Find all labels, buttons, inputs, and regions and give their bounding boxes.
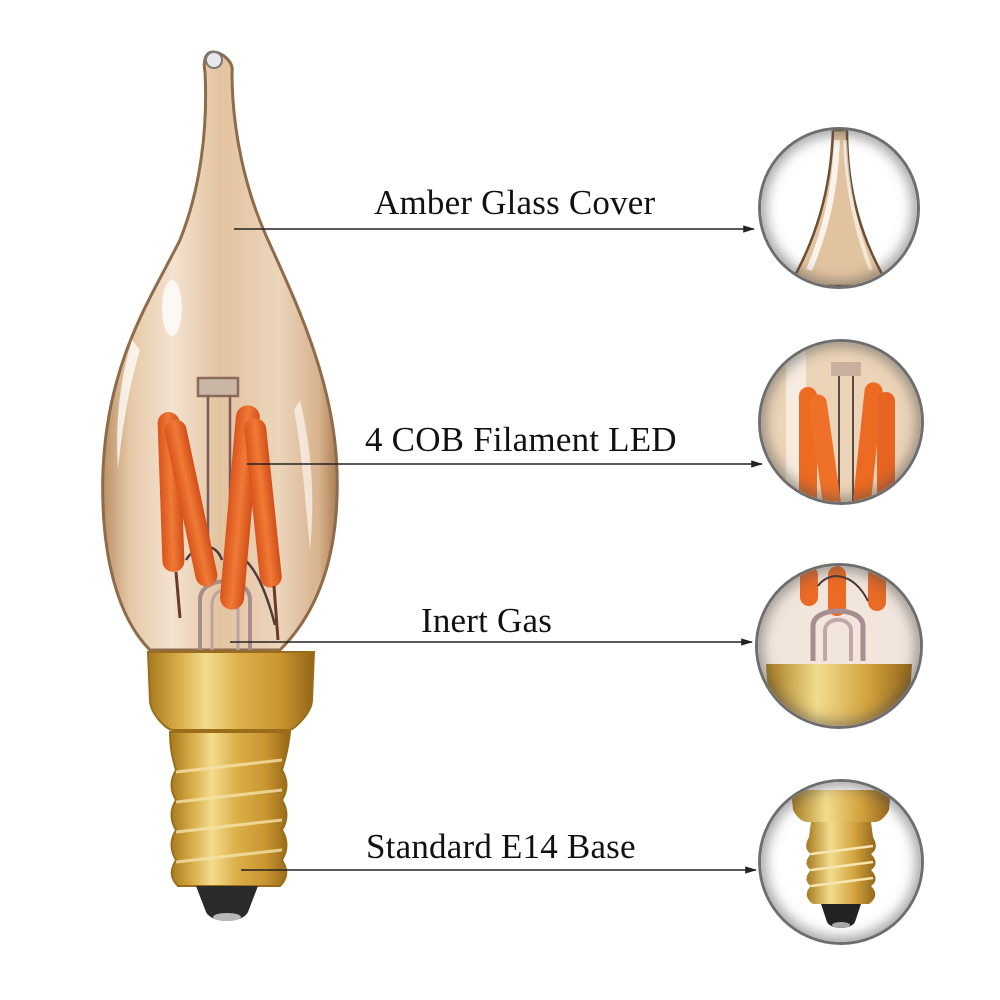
inset-filament-closeup xyxy=(761,342,921,502)
glass-tip-closeup-icon xyxy=(761,130,917,286)
screw-thread xyxy=(168,731,292,887)
filament-closeup-icon xyxy=(761,342,921,502)
inset-gas-closeup xyxy=(758,566,920,726)
base-collar xyxy=(146,651,316,731)
inset-base-closeup xyxy=(761,782,921,942)
stem-and-collar-closeup-icon xyxy=(758,566,920,726)
glass-envelope xyxy=(101,50,339,652)
callout-label-filament: 4 COB Filament LED xyxy=(365,420,677,459)
callout-label-gas: Inert Gas xyxy=(421,601,553,640)
inset-glass-closeup xyxy=(761,130,917,286)
callout-label-glass: Amber Glass Cover xyxy=(374,183,656,222)
callout-label-base: Standard E14 Base xyxy=(366,827,636,866)
screw-base-closeup-icon xyxy=(761,782,921,942)
contact-tip xyxy=(196,886,258,921)
cob-filaments xyxy=(157,405,282,610)
